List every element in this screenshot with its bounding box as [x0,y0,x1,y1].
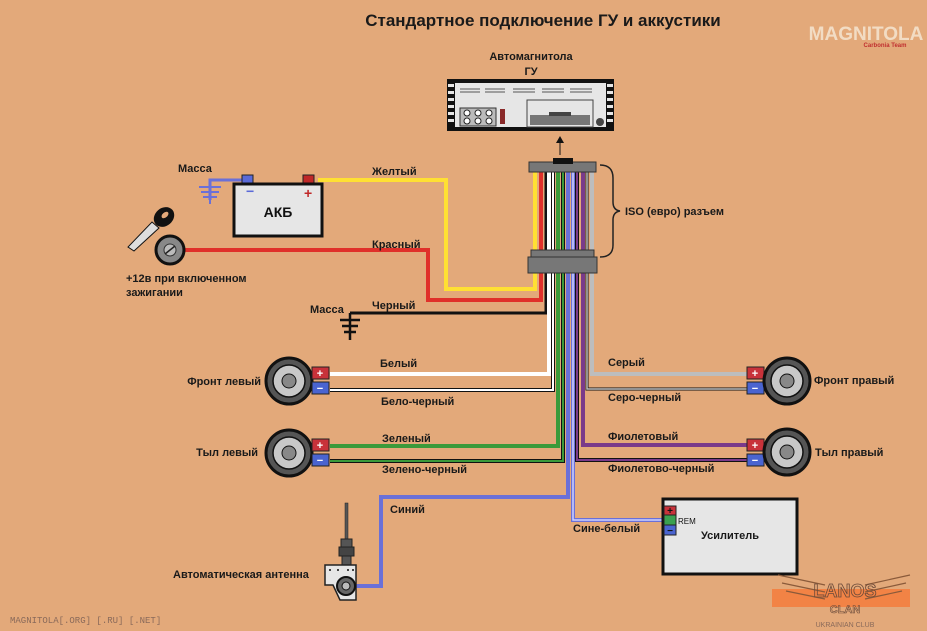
ignition-lock-icon [154,234,186,266]
diagram-title: Стандартное подключение ГУ и аккустики [365,11,721,30]
wire-gray [590,170,748,376]
ignition-label-1: +12в при включенном [126,273,247,285]
head-unit-icon [447,79,614,131]
amplifier-icon: + − REM Усилитель [661,497,799,576]
amp-minus: − [667,526,673,537]
magnitola-logo-text: MAGNITOLA [809,24,924,45]
svg-text:−: − [317,455,323,467]
speaker-front-right: + − [746,356,812,406]
svg-text:+: + [752,440,758,452]
iso-connector [527,158,598,274]
label-white: Белый [380,358,417,370]
label-violet: Фиолетовый [608,431,678,443]
antenna-label: Автоматическая антенна [173,569,310,581]
wire-battery-ground [208,178,248,200]
label-front-left: Фронт левый [187,376,261,388]
label-yellow: Желтый [371,166,417,178]
battery-label: АКБ [264,204,293,220]
black-ground-label: Масса [310,304,345,316]
wire-blue [355,170,570,588]
label-gray: Серый [608,357,645,369]
svg-text:+: + [752,368,758,380]
label-rear-left: Тыл левый [196,447,258,459]
speaker-front-left: + − [264,356,330,406]
iso-label: ISO (евро) разъем [625,206,724,218]
ignition-label-2: зажигании [126,287,183,299]
label-red: Красный [372,239,420,251]
lanos-logo-club: UKRAINIAN CLUB [816,622,875,629]
speaker-rear-right: + − [746,427,812,477]
svg-text:−: − [752,383,758,395]
label-blue: Синий [390,504,425,516]
label-green: Зеленый [382,433,431,445]
ground-icon-black [340,313,360,340]
wire-black [350,170,548,315]
battery-icon: − + АКБ [232,174,324,238]
speaker-rear-left: + − [264,428,330,478]
magnitola-logo-sub: Carbonia Team [864,43,907,49]
label-white-black: Бело-черный [381,396,454,408]
label-front-right: Фронт правый [814,375,894,387]
label-gray-black: Серо-черный [608,392,681,404]
battery-plus: + [304,185,312,201]
svg-text:−: − [317,383,323,395]
label-blue-white: Сине-белый [573,523,640,535]
ground-icon [199,186,221,204]
brace-icon [599,164,621,258]
label-black: Черный [372,300,415,312]
wire-white [330,170,551,376]
footer-site: MAGNITOLA[.ORG] [.RU] [.NET] [10,616,161,626]
battery-ground-label: Масса [178,163,213,175]
battery-minus: − [246,183,254,199]
label-green-black: Зелено-черный [382,464,467,476]
lanos-clan-logo: LANOS CLAN UKRAINIAN CLUB [772,574,911,629]
wire-yellow [318,170,537,291]
svg-text:−: − [752,455,758,467]
head-unit-label-gu: ГУ [524,66,537,78]
label-violet-black: Фиолетово-черный [608,463,714,475]
lanos-logo-text: LANOS [814,581,877,601]
amp-plus: + [667,506,673,517]
lanos-logo-clan: CLAN [830,604,861,616]
amplifier-label: Усилитель [701,530,759,542]
head-unit-label: Автомагнитола [489,51,573,63]
label-rear-right: Тыл правый [815,447,883,459]
antenna-icon [324,502,357,601]
key-icon [127,207,175,252]
svg-text:+: + [317,440,323,452]
wire-white-black [330,170,555,392]
amp-rem-label: REM [678,517,696,526]
arrow-up-icon [556,136,564,143]
svg-text:+: + [317,368,323,380]
magnitola-logo: MAGNITOLA Carbonia Team [809,24,924,49]
